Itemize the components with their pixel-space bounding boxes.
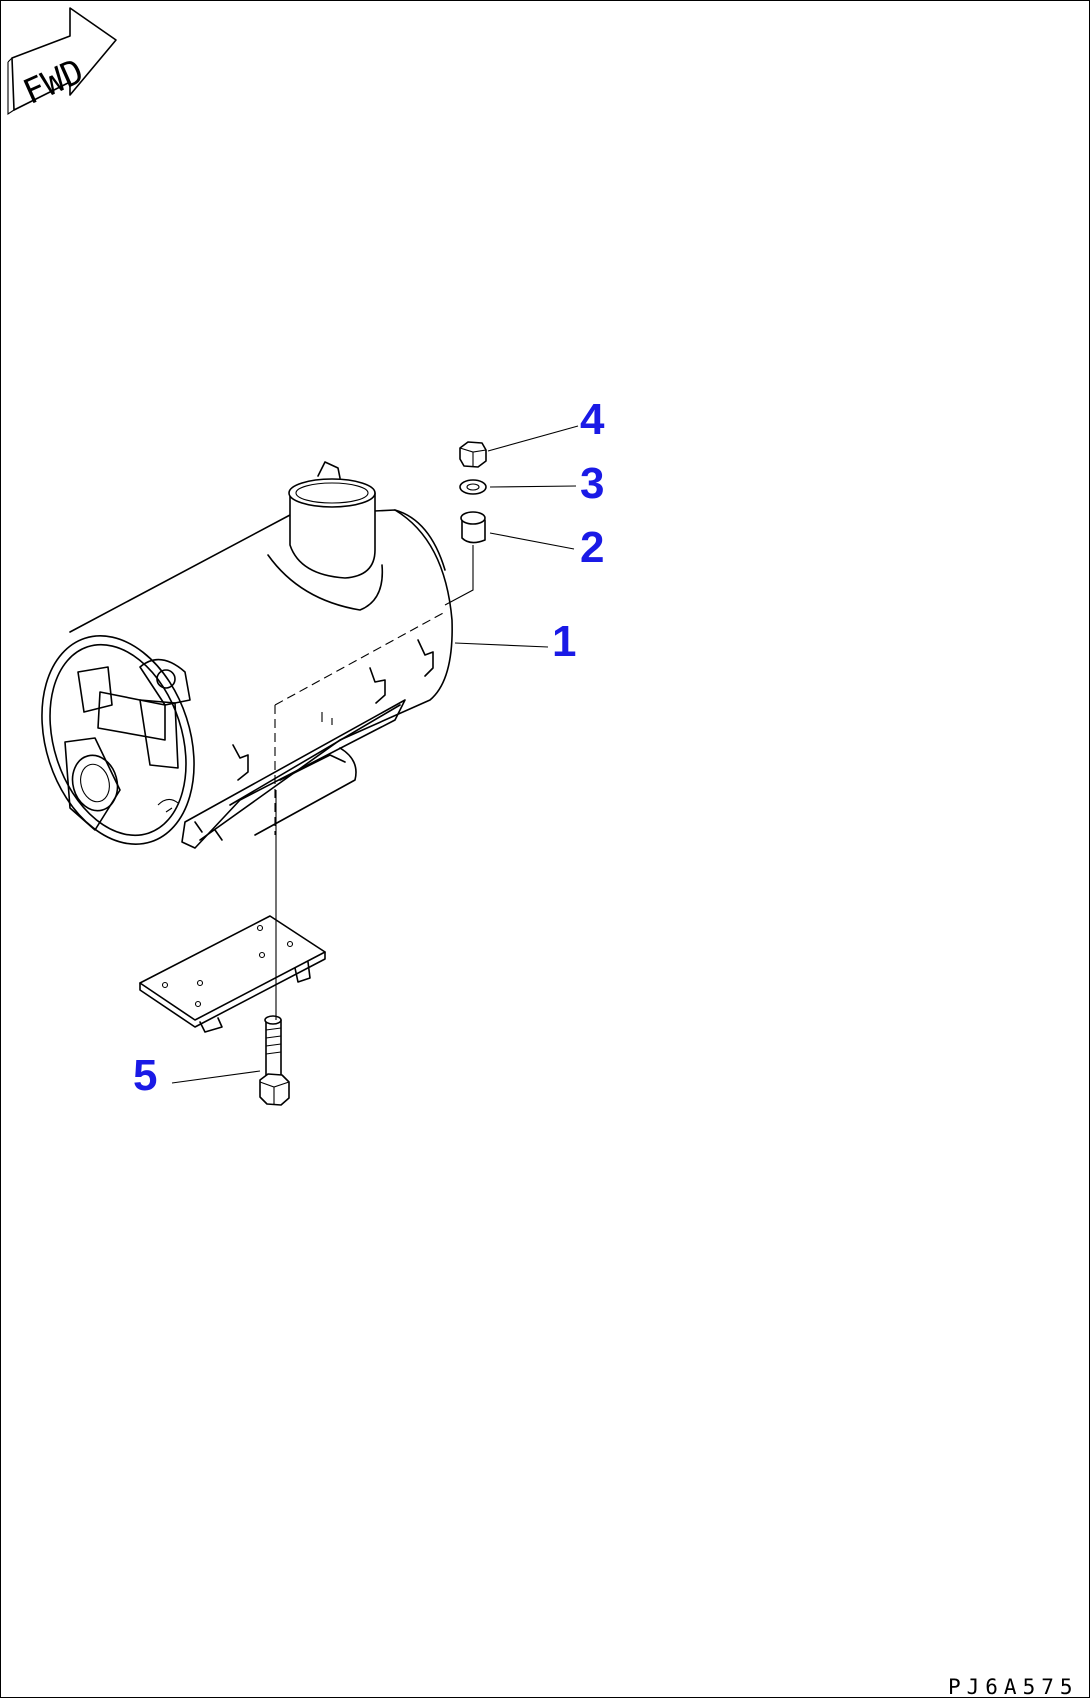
callout-3: 3 [580,459,604,508]
mounting-bracket [139,915,326,1033]
callout-4: 4 [580,395,605,444]
part-3-washer [459,479,487,495]
stud-line [444,545,474,606]
part-5-bolt [259,1015,290,1106]
callout-2: 2 [580,523,604,572]
drawing-code: PJ6A575 [948,1675,1079,1698]
part-1-air-cleaner [41,461,453,849]
forward-direction-arrow-icon: FWD [7,7,117,116]
leader-lines [171,425,579,1084]
part-2-spacer [460,511,486,544]
part-4-nut [459,441,487,468]
callout-5: 5 [133,1051,157,1100]
callout-1: 1 [552,617,576,666]
